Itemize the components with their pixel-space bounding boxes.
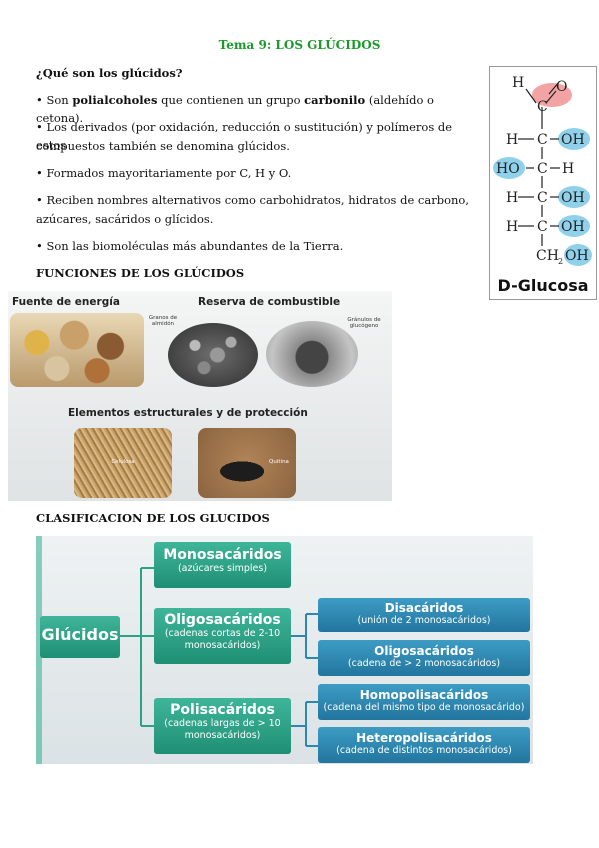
atom-c-3: C [537,161,548,177]
homo-title: Homopolisacáridos [359,688,489,702]
root-box: Glúcidos [40,616,120,658]
oligo-sub-2: monosacáridos) [184,640,261,651]
atom-oh-2: OH [561,132,585,148]
classification-diagram: Glúcidos Monosacáridos (azúcares simples… [36,536,533,764]
atom-ho-3: HO [496,161,520,177]
di-title: Disacáridos [384,601,464,615]
starch-label: Granos de almidón [148,315,178,327]
oh-highlight-3 [558,186,590,208]
question-heading: ¿Qué son los glúcidos? [36,66,183,80]
atom-c-1: C [537,99,548,115]
functions-image: Fuente de energía Reserva de combustible… [8,291,392,501]
homo-sub: (cadena del mismo tipo de monosacárido) [323,702,525,713]
atom-c-2: C [537,132,548,148]
oh-highlight-1 [558,128,590,150]
di-box: Disacáridos (unión de 2 monosacáridos) [318,598,530,632]
bullet-1-pre: • Son [36,93,73,107]
mono-box: Monosacáridos (azúcares simples) [154,542,291,588]
di-sub: (unión de 2 monosacáridos) [357,615,491,626]
poly-title: Polisacáridos [170,702,275,718]
bullet-5: • Son las biomoléculas más abundantes de… [36,239,344,253]
bullet-1-bold-1: polialcoholes [72,93,158,107]
bullet-3: • Formados mayoritariamente por C, H y O… [36,166,292,180]
atom-ch2-oh: OH [565,248,589,264]
atom-h-3: H [562,161,574,177]
glycogen-label: Gránulos de glucógeno [347,317,381,329]
starch-photo [168,323,258,387]
bullet-4-line-2: azúcares, sacáridos o glícidos. [36,212,214,226]
oligo2-box: Oligosacáridos (cadena de > 2 monosacári… [318,640,530,676]
classification-heading: CLASIFICACION DE LOS GLUCIDOS [36,511,270,525]
atom-o-top: O [556,79,567,95]
glucose-label: D-Glucosa [497,276,589,295]
oligo-sub-1: (cadenas cortas de 2-10 [164,628,281,639]
chitin-label: Quitina [269,459,289,465]
mono-title: Monosacáridos [163,547,282,563]
bullet-1-mid: que contienen un grupo [157,93,305,107]
food-photo [10,313,144,387]
poly-sub-2: monosacáridos) [184,730,261,741]
oh-highlight-4 [558,215,590,237]
atom-h-2: H [506,132,518,148]
oligo-box: Oligosacáridos (cadenas cortas de 2-10 m… [154,608,291,664]
mono-sub: (azúcares simples) [177,563,268,574]
reserve-label: Reserva de combustible [198,296,341,308]
bullet-2-line-2: compuestos también se denomina glúcidos. [36,139,290,153]
structural-label: Elementos estructurales y de protección [68,407,308,419]
cellulose-photo [74,428,172,498]
glycogen-photo [266,321,358,387]
atom-c-5: C [537,219,548,235]
bullet-1: • Son polialcoholes que contienen un gru… [36,91,481,127]
bullet-1-bold-2: carbonilo [304,93,366,107]
atom-h-4: H [506,190,518,206]
root-label: Glúcidos [41,625,119,644]
bullet-1-post: (aldehído o cetona). [36,93,434,125]
bullet-4-line-1: • Reciben nombres alternativos como carb… [36,193,469,207]
atom-oh-5: OH [561,219,585,235]
glucose-bonds [518,81,560,246]
atom-ch2: CH [536,248,559,264]
cellulose-label: Celulosa [111,459,135,465]
glucose-structure-figure: H C O H C OH HO C H H C OH H C OH CH 2 O… [489,66,597,300]
functions-heading: FUNCIONES DE LOS GLÚCIDOS [36,266,245,280]
oh-highlight-5 [564,244,592,266]
glucose-structure-svg: H C O H C OH HO C H H C OH H C OH CH 2 O… [493,75,592,266]
glucose-atoms: H C O H C OH HO C H H C OH H C OH CH 2 O… [496,75,589,266]
atom-h-5: H [506,219,518,235]
poly-sub-1: (cadenas largas de > 10 [164,718,281,729]
bullet-2-line-1: • Los derivados (por oxidación, reducció… [36,120,453,152]
atom-h-top: H [512,75,524,91]
homo-box: Homopolisacáridos (cadena del mismo tipo… [318,684,530,720]
hetero-box: Heteropolisacáridos (cadena de distintos… [318,727,530,763]
atom-ch2-subscript: 2 [558,257,563,266]
atom-c-4: C [537,190,548,206]
hetero-title: Heteropolisacáridos [356,731,492,745]
oligo-title: Oligosacáridos [164,612,281,628]
chitin-photo [198,428,296,498]
atom-oh-4: OH [561,190,585,206]
poly-box: Polisacáridos (cadenas largas de > 10 mo… [154,698,291,754]
oh-highlight-2 [493,157,525,179]
oligo2-sub: (cadena de > 2 monosacáridos) [347,658,501,669]
energy-label: Fuente de energía [12,296,120,308]
oligo2-title: Oligosacáridos [374,644,474,658]
page-title: Tema 9: LOS GLÚCIDOS [218,38,381,52]
classification-connectors [36,536,318,764]
hetero-sub: (cadena de distintos monosacáridos) [336,745,512,756]
